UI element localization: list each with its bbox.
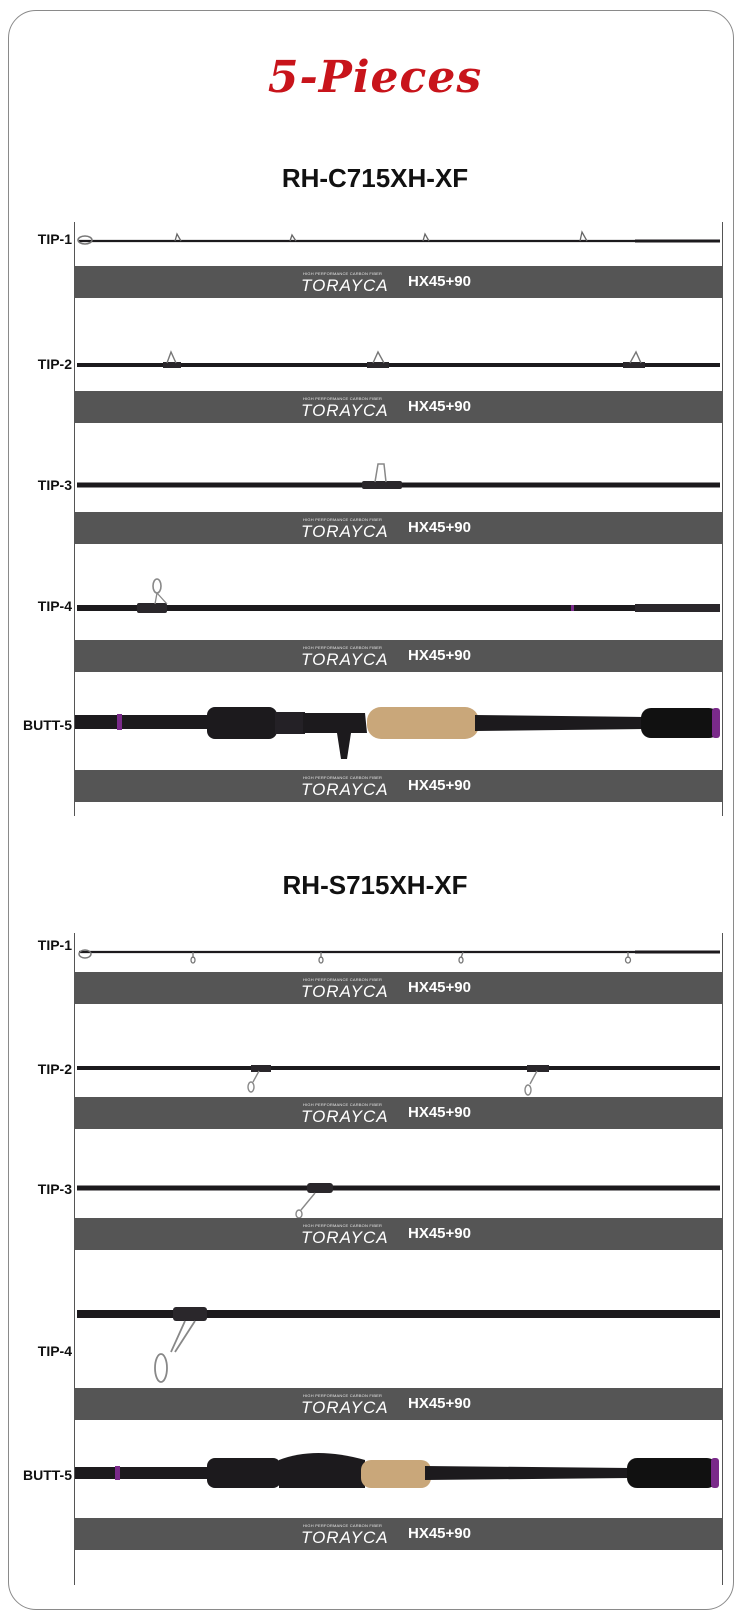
carbon-grade: HX45+90 — [408, 1225, 471, 1242]
section-label: TIP-1 — [37, 231, 72, 247]
carbon-grade: HX45+90 — [408, 979, 471, 996]
section-label: TIP-3 — [37, 477, 72, 493]
material-label-bar: HIGH PERFORMANCE CARBON FIBER TORAYCA HX… — [75, 512, 722, 544]
section-label: TIP-1 — [37, 937, 72, 953]
rod-section-image — [75, 460, 722, 494]
torayca-logo: HIGH PERFORMANCE CARBON FIBER TORAYCA — [301, 645, 389, 669]
carbon-grade: HX45+90 — [408, 1104, 471, 1121]
rod-section-image — [75, 1448, 722, 1500]
divider-left-casting — [74, 222, 75, 816]
torayca-logo: HIGH PERFORMANCE CARBON FIBER TORAYCA — [301, 271, 389, 295]
section-label: BUTT-5 — [23, 717, 72, 733]
material-label-bar: HIGH PERFORMANCE CARBON FIBER TORAYCA HX… — [75, 1518, 722, 1550]
carbon-grade: HX45+90 — [408, 647, 471, 664]
rod-section-image — [75, 1300, 722, 1386]
carbon-grade: HX45+90 — [408, 398, 471, 415]
material-label-bar: HIGH PERFORMANCE CARBON FIBER TORAYCA HX… — [75, 391, 722, 423]
material-label-bar: HIGH PERFORMANCE CARBON FIBER TORAYCA HX… — [75, 640, 722, 672]
torayca-logo: HIGH PERFORMANCE CARBON FIBER TORAYCA — [301, 1223, 389, 1247]
divider-right-casting — [722, 222, 723, 816]
section-label: TIP-4 — [37, 1343, 72, 1359]
rod-section-image — [75, 699, 722, 765]
section-label: TIP-2 — [37, 1061, 72, 1077]
divider-left-spinning — [74, 933, 75, 1585]
carbon-grade: HX45+90 — [408, 1395, 471, 1412]
material-label-bar: HIGH PERFORMANCE CARBON FIBER TORAYCA HX… — [75, 1218, 722, 1250]
torayca-logo: HIGH PERFORMANCE CARBON FIBER TORAYCA — [301, 775, 389, 799]
section-label: TIP-3 — [37, 1181, 72, 1197]
carbon-grade: HX45+90 — [408, 519, 471, 536]
carbon-grade: HX45+90 — [408, 273, 471, 290]
material-label-bar: HIGH PERFORMANCE CARBON FIBER TORAYCA HX… — [75, 1097, 722, 1129]
carbon-grade: HX45+90 — [408, 1525, 471, 1542]
rod-section-image — [75, 576, 722, 618]
section-label: BUTT-5 — [23, 1467, 72, 1483]
material-label-bar: HIGH PERFORMANCE CARBON FIBER TORAYCA HX… — [75, 770, 722, 802]
material-label-bar: HIGH PERFORMANCE CARBON FIBER TORAYCA HX… — [75, 266, 722, 298]
torayca-logo: HIGH PERFORMANCE CARBON FIBER TORAYCA — [301, 1393, 389, 1417]
page-title: 5-Pieces — [267, 52, 483, 103]
material-label-bar: HIGH PERFORMANCE CARBON FIBER TORAYCA HX… — [75, 972, 722, 1004]
torayca-logo: HIGH PERFORMANCE CARBON FIBER TORAYCA — [301, 1102, 389, 1126]
model-title-casting: RH-C715XH-XF — [281, 163, 469, 193]
carbon-grade: HX45+90 — [408, 777, 471, 794]
rod-section-image — [75, 1058, 722, 1098]
torayca-logo: HIGH PERFORMANCE CARBON FIBER TORAYCA — [301, 1523, 389, 1547]
rod-section-image — [75, 348, 722, 372]
model-title-spinning: RH-S715XH-XF — [282, 870, 468, 900]
rod-section-image — [75, 228, 722, 248]
rod-section-image — [75, 940, 722, 966]
torayca-logo: HIGH PERFORMANCE CARBON FIBER TORAYCA — [301, 977, 389, 1001]
material-label-bar: HIGH PERFORMANCE CARBON FIBER TORAYCA HX… — [75, 1388, 722, 1420]
rod-section-image — [75, 1178, 722, 1220]
section-label: TIP-4 — [37, 598, 72, 614]
torayca-logo: HIGH PERFORMANCE CARBON FIBER TORAYCA — [301, 517, 389, 541]
section-label: TIP-2 — [37, 356, 72, 372]
torayca-logo: HIGH PERFORMANCE CARBON FIBER TORAYCA — [301, 396, 389, 420]
divider-right-spinning — [722, 933, 723, 1585]
